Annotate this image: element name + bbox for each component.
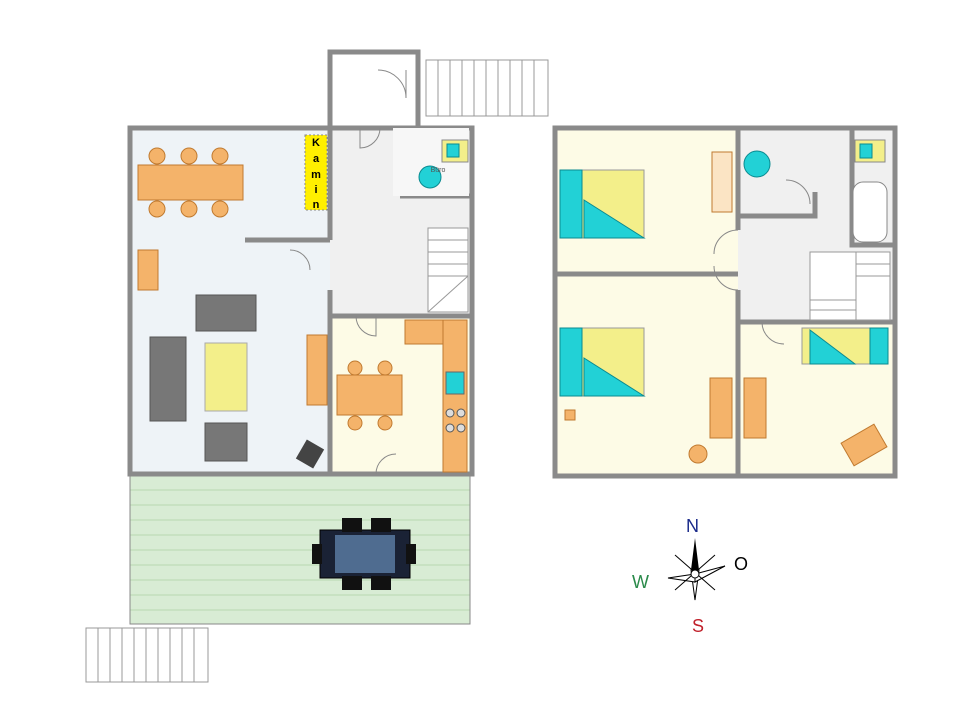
kitchen-table [336,374,403,416]
sideboard [137,249,159,291]
doors-upper [713,179,811,345]
bathtub [852,181,888,243]
fireplace [304,134,328,211]
fireplace-label-3: m [311,169,321,181]
shelf [306,334,328,406]
tv [295,439,325,469]
entrance [330,50,418,128]
compass-needle-north [691,538,699,570]
doors-ground [289,69,407,475]
fireplace-label-2: a [313,153,320,165]
staircase-ground [427,227,469,313]
compass-west-label: W [632,572,649,592]
wash-basin-upper [743,150,771,178]
office-label: Büro [431,167,446,174]
upper-floor-walls [552,125,898,479]
outdoor-stairs-terrace [85,627,209,683]
dining-chairs [148,147,229,218]
kitchen-counter [442,319,468,473]
stove [445,408,466,433]
fireplace-label-1: K [312,137,320,149]
sofa [149,336,187,422]
kitchen-chairs [347,360,393,431]
outdoor-stairs-entrance [425,59,549,117]
wash-basin [418,165,442,189]
coffee-table [204,342,248,412]
bedroom-furniture [564,151,888,467]
staircase-upper [809,251,891,321]
compass-south-label: S [692,616,704,636]
armchair-sofa [195,294,257,332]
terrace-hatching [130,489,470,611]
compass-rose [667,538,726,601]
fireplace-label-4: i [314,184,317,196]
compass-north-label: N [686,516,699,536]
terrace-chairs [312,518,416,590]
compass-east-label: O [734,554,748,574]
sink [445,371,465,395]
fireplace-label-5: n [313,199,320,211]
dining-table [137,164,244,201]
armchair [204,422,248,462]
